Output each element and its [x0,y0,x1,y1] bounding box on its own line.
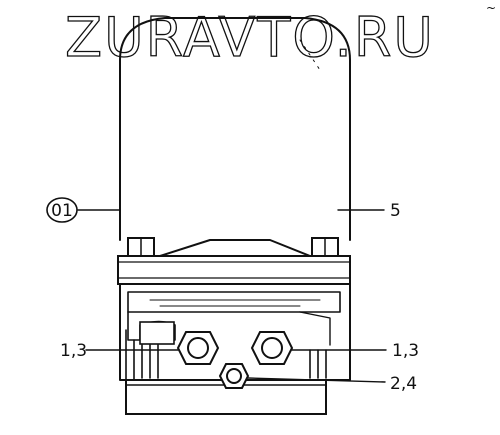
corner-mark: ~ [486,1,496,15]
left-port [176,331,220,365]
callout-bottom-port-label: 2,4 [390,374,417,394]
right-port [250,331,294,365]
callout-right-ports-label: 1,3 [392,341,419,361]
bottom-port [218,363,250,389]
callout-5-label: 5 [390,201,401,221]
callout-left-ports-label: 1,3 [60,341,87,361]
top-flange [117,237,351,285]
callout-01: 01 [46,197,78,223]
callout-01-label: 01 [51,201,73,221]
leader-lines [77,209,387,383]
dryer-cartridge [119,17,351,241]
watermark-text: ZURAVTO.RU [65,6,435,69]
valve-housing [119,283,351,415]
